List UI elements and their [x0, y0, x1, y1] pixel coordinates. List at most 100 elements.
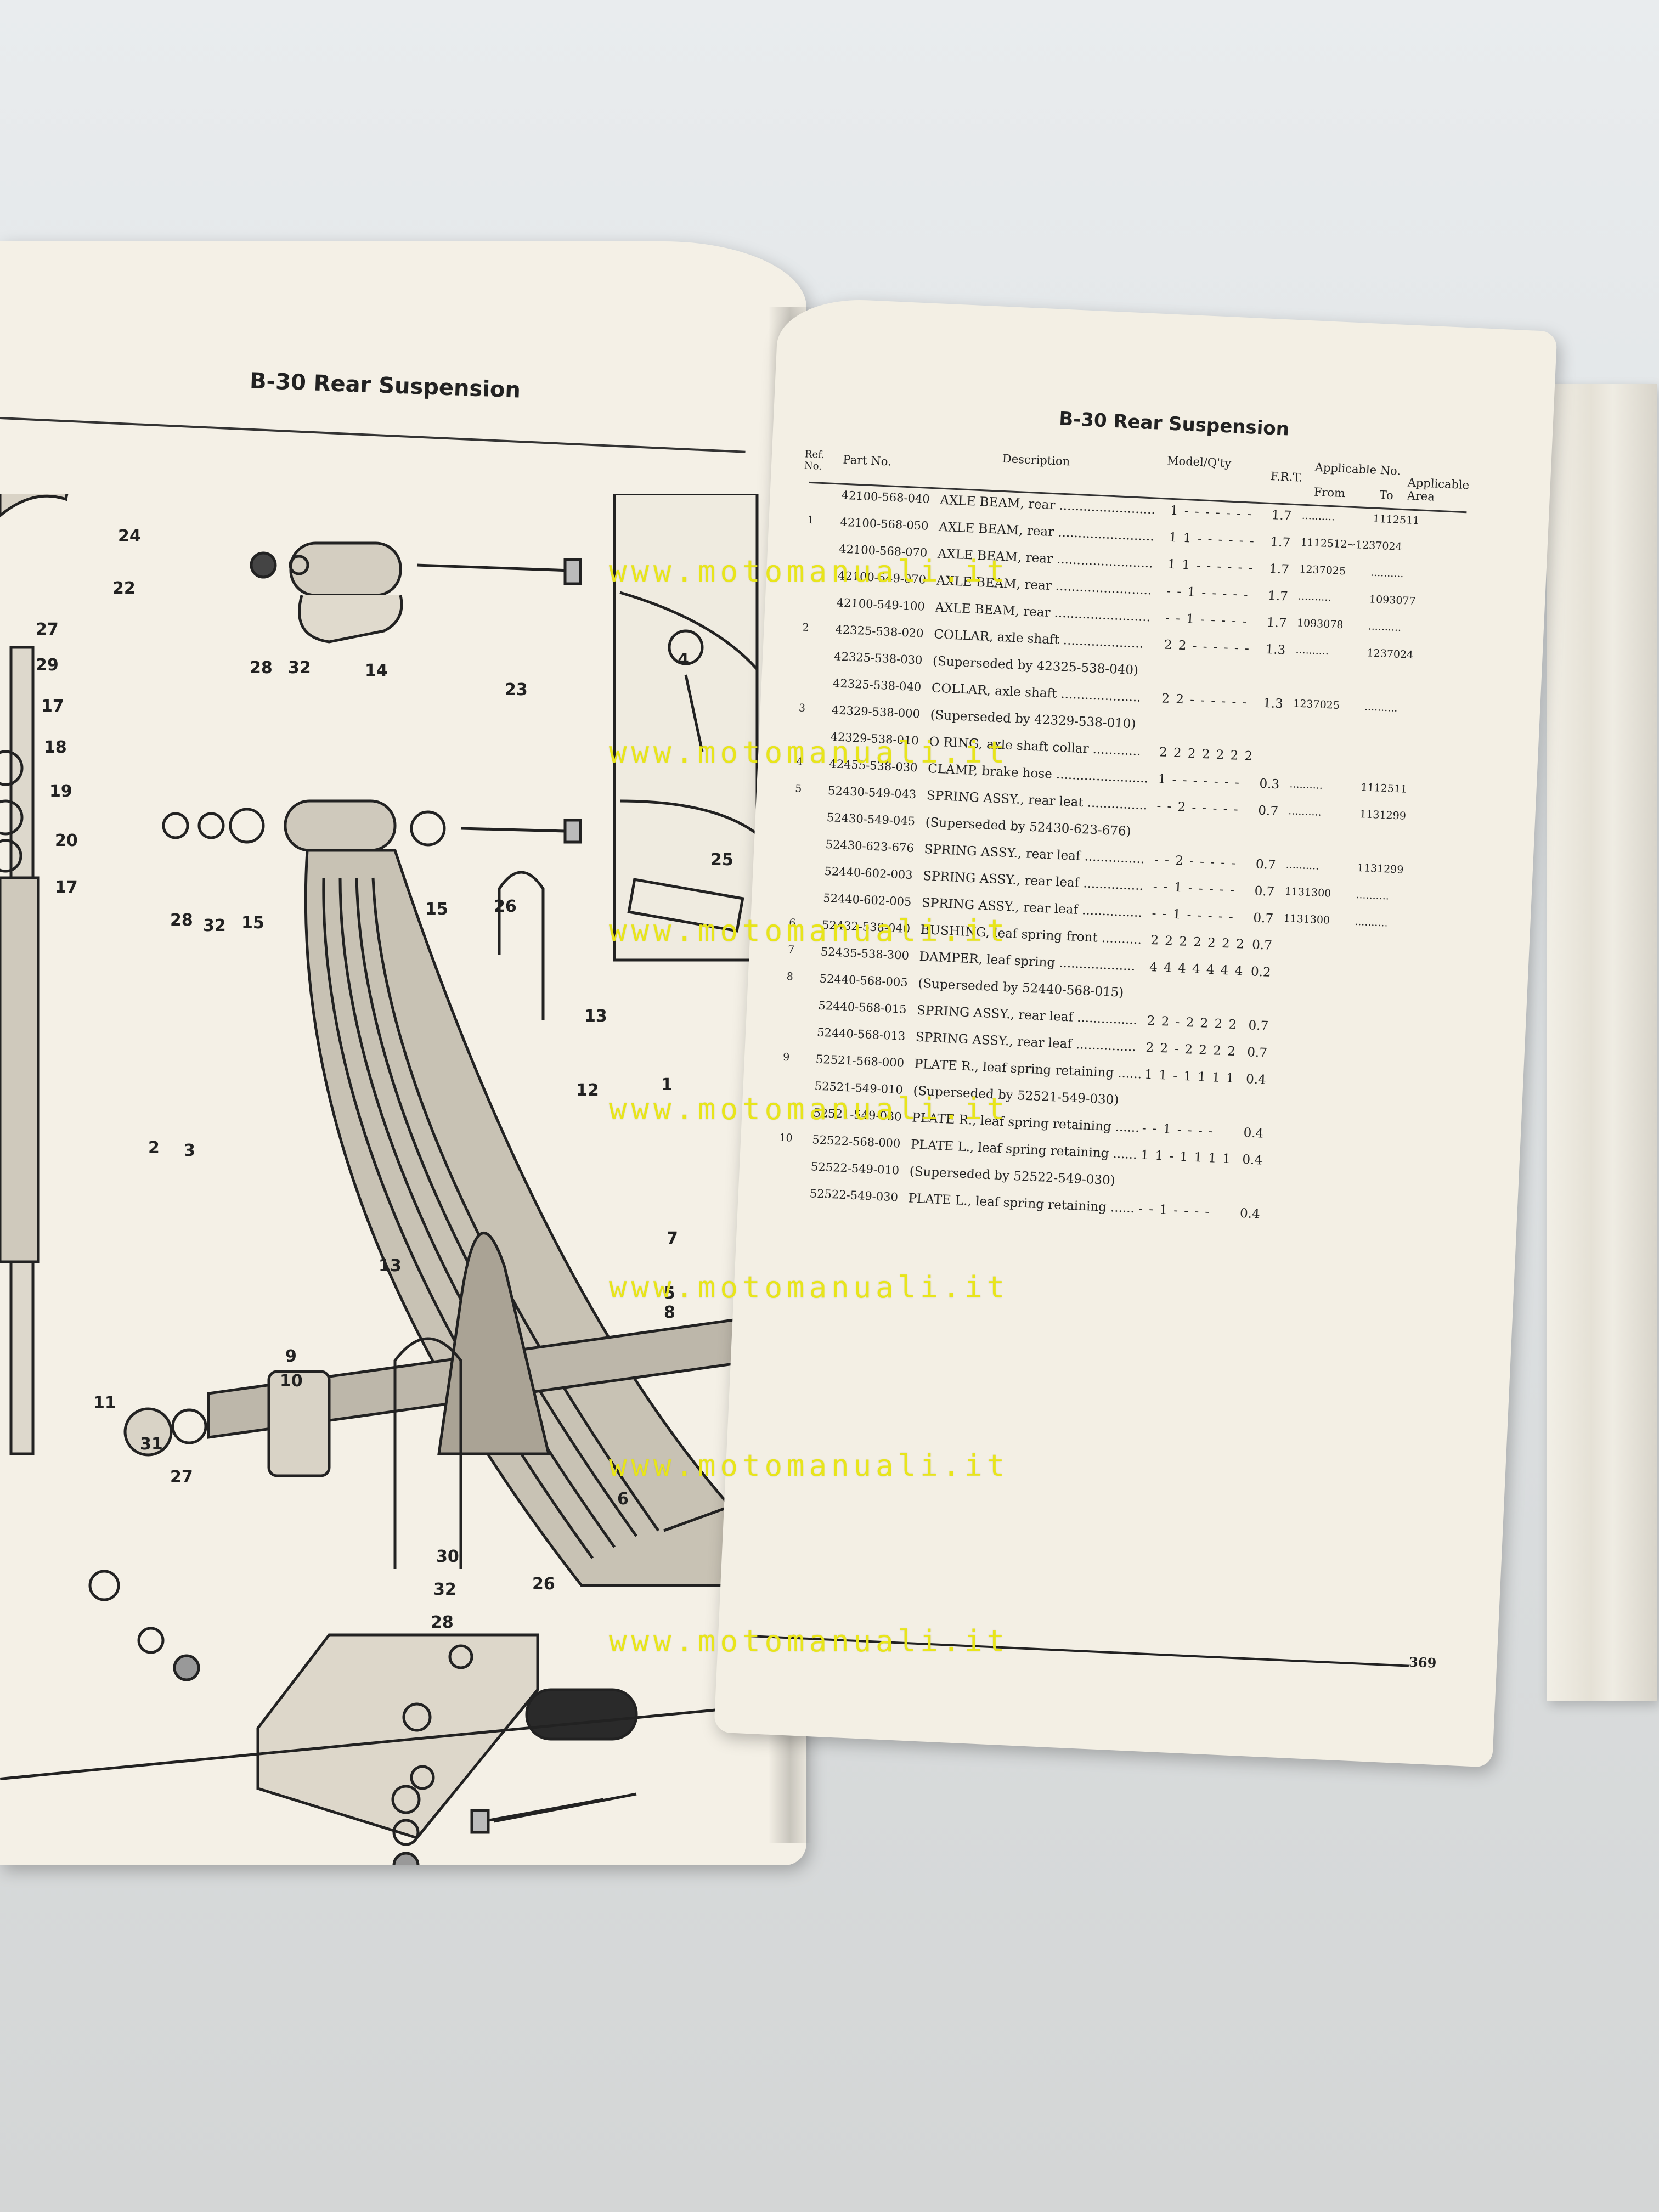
col-ref: Ref. No.: [804, 448, 825, 472]
row-frt: 0.4: [1243, 1125, 1264, 1141]
left-page-header: B-30 Rear Suspension: [249, 368, 521, 403]
col-desc: Description: [1002, 452, 1070, 469]
callout-8: 8: [664, 1303, 675, 1322]
row-frt: 0.7: [1254, 884, 1275, 900]
callout-13b: 13: [379, 1256, 402, 1276]
callout-27b: 27: [170, 1468, 193, 1487]
callout-25: 25: [710, 850, 733, 870]
row-to: ..........: [1354, 915, 1389, 929]
row-from: 1237025: [1299, 563, 1346, 578]
callout-32b: 32: [203, 916, 226, 935]
row-frt: 1.7: [1270, 535, 1291, 550]
row-ref: 5: [794, 782, 802, 795]
row-frt: 0.7: [1255, 857, 1277, 873]
row-from: ..........: [1297, 590, 1332, 604]
row-to: 1131299: [1357, 861, 1404, 876]
callout-31: 31: [140, 1435, 163, 1454]
row-ref: 8: [786, 970, 794, 983]
callout-29: 29: [36, 656, 59, 675]
col-frt: F.R.T.: [1270, 469, 1303, 484]
callout-5: 5: [664, 1284, 675, 1303]
callout-1: 1: [661, 1075, 673, 1094]
row-to: 1112511: [1360, 781, 1408, 795]
row-qty: - - 1 - - - - -: [1152, 906, 1235, 924]
callout-4: 4: [678, 650, 689, 669]
callout-17: 17: [41, 697, 64, 716]
callout-30: 30: [436, 1547, 459, 1566]
row-from: ..........: [1301, 509, 1335, 523]
row-frt: 1.7: [1271, 508, 1292, 523]
callout-23: 23: [505, 680, 528, 699]
row-frt: 1.7: [1266, 615, 1288, 631]
callout-2: 2: [148, 1138, 160, 1158]
callout-15b: 15: [425, 900, 448, 919]
row-qty: 1 - - - - - - -: [1158, 772, 1241, 791]
callout-28b: 28: [170, 911, 193, 930]
row-qty: - - 1 - - - - -: [1165, 611, 1248, 629]
callout-32c: 32: [433, 1580, 456, 1599]
row-from: ..........: [1295, 644, 1329, 658]
watermark: www.motomanuali.it: [609, 913, 1009, 948]
row-to: 1237024: [1367, 647, 1414, 662]
row-ref: 1: [807, 514, 815, 527]
row-qty: - - 1 - - - - -: [1153, 879, 1236, 898]
row-frt: 0.4: [1242, 1152, 1263, 1168]
row-part: 42100-568-040: [841, 488, 930, 506]
callout-9: 9: [285, 1347, 297, 1366]
watermark: www.motomanuali.it: [609, 1270, 1009, 1305]
retaining-plate: [256, 1633, 539, 1839]
row-qty: - - 1 - - - -: [1138, 1201, 1211, 1220]
callout-32: 32: [288, 658, 311, 678]
row-frt: 0.7: [1251, 938, 1273, 953]
row-from: 1131300: [1284, 885, 1331, 900]
row-frt: 1.7: [1267, 589, 1289, 604]
row-to: 1093077: [1369, 593, 1417, 608]
row-frt: 0.2: [1250, 964, 1272, 980]
left-page: B-30 Rear Suspension: [0, 241, 806, 1865]
callout-19: 19: [49, 782, 72, 801]
callout-7: 7: [667, 1229, 678, 1248]
row-from: ..........: [1288, 805, 1322, 819]
callout-10: 10: [280, 1372, 303, 1391]
right-page-header: B-30 Rear Suspension: [1058, 408, 1290, 441]
row-to: ..........: [1364, 701, 1398, 714]
callout-3: 3: [184, 1141, 195, 1160]
row-frt: 1.3: [1262, 696, 1284, 712]
row-from: 1237025: [1293, 697, 1340, 712]
row-qty: - - 2 - - - - -: [1156, 799, 1240, 817]
row-ref: 9: [782, 1051, 790, 1064]
watermark: www.motomanuali.it: [609, 735, 1009, 770]
callout-18: 18: [44, 738, 67, 757]
row-frt: 0.7: [1248, 1018, 1269, 1034]
callout-13: 13: [584, 1007, 607, 1026]
row-from: ..........: [1285, 858, 1319, 872]
callout-20: 20: [55, 831, 78, 850]
callout-22: 22: [112, 579, 136, 598]
callout-27: 27: [36, 620, 59, 639]
row-ref: 2: [802, 621, 810, 634]
callout-28: 28: [250, 658, 273, 678]
row-qty: - - 1 - - - - -: [1166, 584, 1249, 602]
row-qty: - - 1 - - - -: [1142, 1121, 1215, 1139]
detail-inset: [613, 494, 759, 962]
row-frt: 0.7: [1257, 803, 1279, 819]
row-to: ..........: [1356, 888, 1390, 902]
row-to: 1131299: [1359, 808, 1407, 822]
row-to: 1112511: [1373, 512, 1420, 527]
page-number: 369: [1408, 1654, 1437, 1671]
col-to: To: [1379, 488, 1394, 503]
col-from: From: [1313, 485, 1346, 500]
right-page: B-30 Rear Suspension Ref. No. Part No. D…: [714, 296, 1558, 1768]
callout-17b: 17: [55, 878, 78, 897]
callout-14: 14: [365, 661, 388, 680]
row-frt: 1.7: [1268, 562, 1290, 577]
callout-26b: 26: [532, 1575, 555, 1594]
row-frt: 0.4: [1239, 1206, 1261, 1222]
watermark: www.motomanuali.it: [609, 554, 1009, 589]
exploded-parts-diagram: [0, 494, 759, 1865]
col-applicable-no: Applicable No.: [1314, 460, 1401, 478]
callout-15: 15: [241, 913, 264, 933]
row-to: ..........: [1368, 620, 1402, 634]
row-from: 1131300: [1283, 912, 1330, 927]
